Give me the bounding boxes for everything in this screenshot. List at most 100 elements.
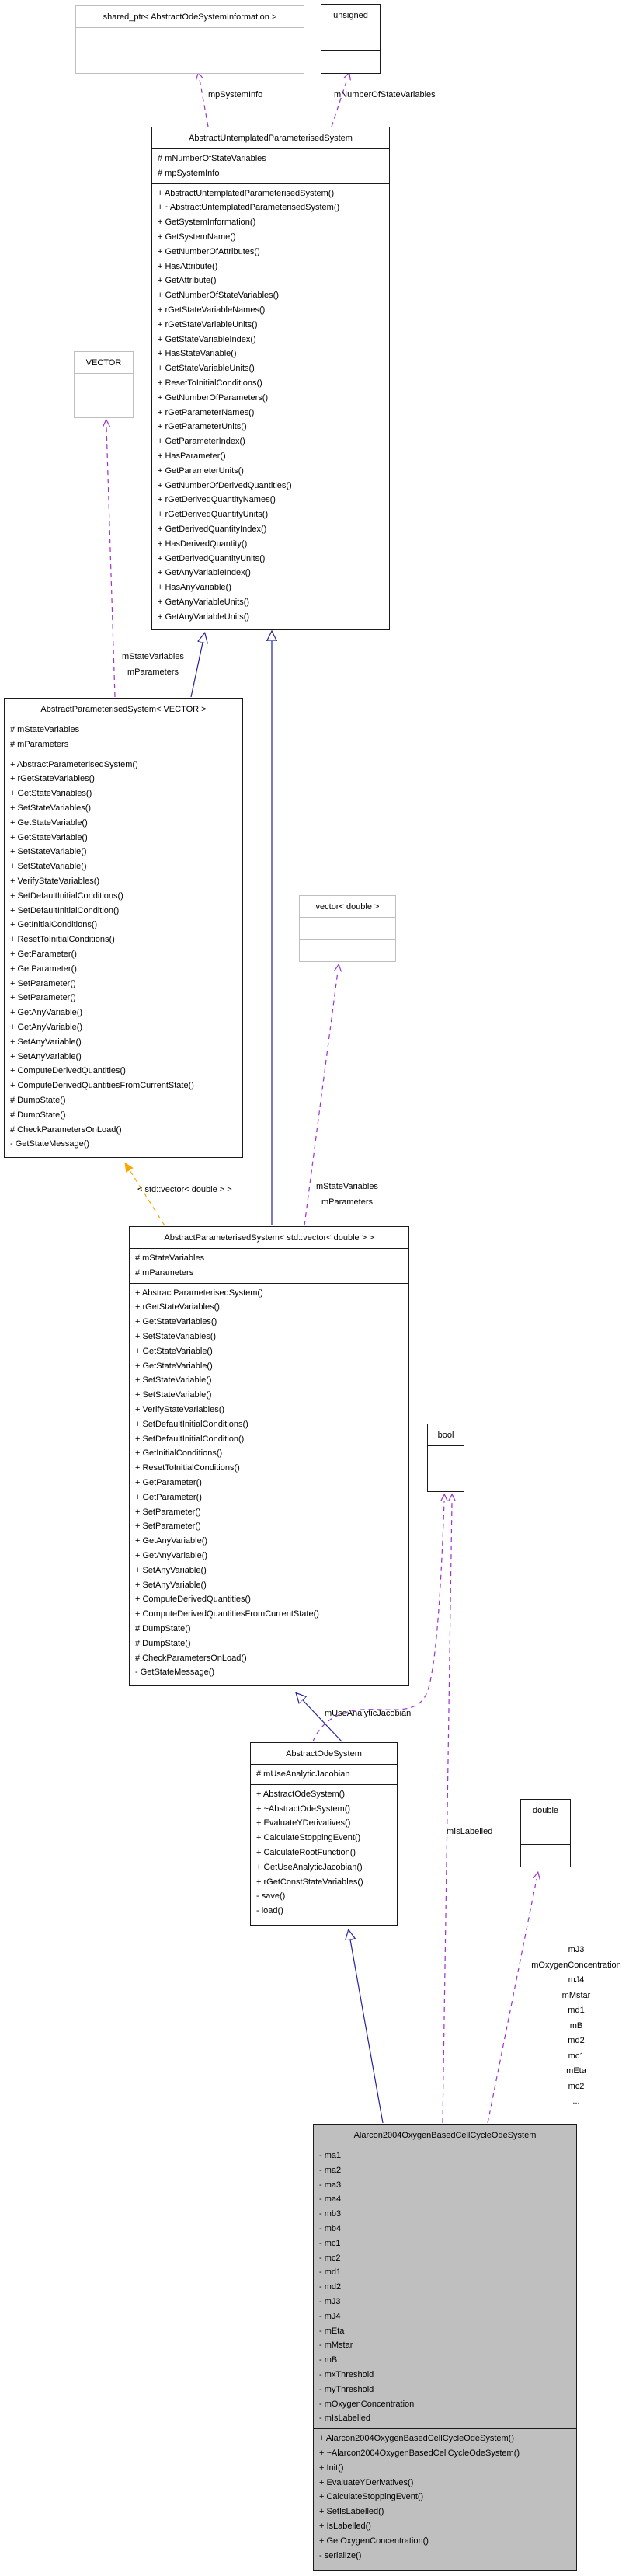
method-row: + GetAttribute() xyxy=(158,276,217,286)
method-row: + GetNumberOfParameters() xyxy=(158,392,269,403)
class-title: unsigned xyxy=(333,11,368,20)
method-row: + GetAnyVariableUnits() xyxy=(158,612,250,622)
field-row: # mParameters xyxy=(10,739,69,749)
method-row: + Alarcon2004OxygenBasedCellCycleOdeSyst… xyxy=(319,2434,514,2444)
methods-compartment: + Alarcon2004OxygenBasedCellCycleOdeSyst… xyxy=(314,2428,576,2565)
method-row: + CalculateRootFunction() xyxy=(256,1847,356,1857)
methods-compartment xyxy=(321,49,380,74)
method-row: + rGetStateVariableUnits() xyxy=(158,319,258,329)
field-row: - ma4 xyxy=(319,2194,342,2205)
method-row: + EvaluateYDerivatives() xyxy=(256,1818,351,1828)
field-row: - mb3 xyxy=(319,2209,342,2219)
fields-compartment xyxy=(321,26,380,50)
class-box-alarcon2004-oxygen-based-cell-cycle-ode-system[interactable]: Alarcon2004OxygenBasedCellCycleOdeSystem… xyxy=(313,2124,577,2571)
method-row: + HasAnyVariable() xyxy=(158,583,231,593)
edge-label-line: mEta xyxy=(566,2066,586,2076)
method-row: + GetStateVariable() xyxy=(10,817,88,828)
methods-compartment xyxy=(521,1843,570,1867)
method-row: + GetSystemName() xyxy=(158,232,236,242)
edge-usage-state-vars-vector xyxy=(106,427,116,698)
class-box-shared-ptr-abstract-ode-system-information[interactable]: shared_ptr< AbstractOdeSystemInformation… xyxy=(75,5,304,74)
class-box-unsigned[interactable]: unsigned xyxy=(321,4,381,74)
class-box-abstract-ode-system[interactable]: AbstractOdeSystem # mUseAnalyticJacobian… xyxy=(250,1742,398,1926)
field-row: - mb4 xyxy=(319,2223,342,2233)
edge-usage-m-is-labelled xyxy=(442,1501,452,2124)
method-row: + ComputeDerivedQuantitiesFromCurrentSta… xyxy=(135,1609,319,1619)
fields-compartment: - ma1- ma2- ma3- ma4- mb3- mb4- mc1- mc2… xyxy=(314,2146,576,2428)
method-row: + HasAttribute() xyxy=(158,261,218,271)
method-row: + ResetToInitialConditions() xyxy=(158,378,262,388)
method-row: + ComputeDerivedQuantitiesFromCurrentSta… xyxy=(10,1081,194,1091)
class-title: AbstractParameterisedSystem< std::vector… xyxy=(164,1233,374,1243)
methods-compartment xyxy=(75,395,133,418)
method-row: + ComputeDerivedQuantities() xyxy=(135,1595,251,1605)
method-row: + GetAnyVariable() xyxy=(10,1022,83,1032)
edge-label-line: md2 xyxy=(568,2036,585,2045)
method-row: + SetParameter() xyxy=(10,978,76,988)
class-box-vector-double[interactable]: vector< double > xyxy=(299,895,396,962)
class-title: AbstractUntemplatedParameterisedSystem xyxy=(189,134,353,143)
edge-label-m-is-labelled: mIsLabelled xyxy=(447,1827,493,1836)
method-row: + ~AbstractOdeSystem() xyxy=(256,1804,351,1814)
edge-label-line: md1 xyxy=(568,2006,585,2015)
class-title: vector< double > xyxy=(315,902,380,912)
edge-label-line: mStateVariables xyxy=(316,1182,378,1191)
method-row: + GetStateVariable() xyxy=(135,1361,213,1371)
field-row: - mxThreshold xyxy=(319,2369,374,2379)
edge-label-line: mStateVariables xyxy=(122,652,184,661)
method-row: + GetDerivedQuantityUnits() xyxy=(158,553,266,563)
method-row: + SetAnyVariable() xyxy=(10,1037,82,1047)
methods-compartment xyxy=(76,50,304,74)
method-row: + GetStateVariable() xyxy=(135,1346,213,1356)
class-box-abstract-parameterised-system-vector[interactable]: AbstractParameterisedSystem< VECTOR > # … xyxy=(4,698,243,1158)
class-box-abstract-parameterised-system-std-vector-double[interactable]: AbstractParameterisedSystem< std::vector… xyxy=(129,1226,409,1686)
method-row: + GetAnyVariableUnits() xyxy=(158,597,250,607)
field-row: - ma2 xyxy=(319,2165,342,2175)
field-row: - mc2 xyxy=(319,2253,341,2263)
edge-usage-double-members xyxy=(487,1879,537,2124)
method-row: - save() xyxy=(256,1891,286,1901)
fields-compartment xyxy=(76,27,304,51)
method-row: + ResetToInitialConditions() xyxy=(10,935,115,945)
method-row: # CheckParametersOnLoad() xyxy=(10,1124,122,1135)
edge-usage-m-number-of-state-variables xyxy=(331,79,347,127)
method-row: + VerifyStateVariables() xyxy=(10,876,100,886)
method-row: + GetSystemInformation() xyxy=(158,218,256,228)
method-row: # DumpState() xyxy=(10,1110,66,1120)
method-row: + IsLabelled() xyxy=(319,2521,371,2531)
class-title: Alarcon2004OxygenBasedCellCycleOdeSystem xyxy=(353,2131,537,2140)
method-row: + SetStateVariable() xyxy=(135,1390,212,1400)
method-row: + rGetStateVariables() xyxy=(10,774,95,784)
class-box-double[interactable]: double xyxy=(520,1799,571,1867)
fields-compartment xyxy=(300,917,395,939)
class-box-bool[interactable]: bool xyxy=(427,1424,464,1492)
field-row: # mNumberOfStateVariables xyxy=(158,154,266,163)
method-row: + Init() xyxy=(319,2463,344,2473)
class-title: shared_ptr< AbstractOdeSystemInformation… xyxy=(103,12,277,22)
method-row: + VerifyStateVariables() xyxy=(135,1404,225,1414)
method-row: + GetAnyVariable() xyxy=(10,1008,83,1018)
methods-compartment: + AbstractParameterisedSystem()+ rGetSta… xyxy=(5,754,242,1155)
method-row: + GetNumberOfAttributes() xyxy=(158,246,260,256)
edge-label-template-instance: < std::vector< double > > xyxy=(137,1185,232,1194)
method-row: + GetParameterUnits() xyxy=(158,465,244,476)
field-row: # mpSystemInfo xyxy=(158,168,220,178)
fields-compartment: # mUseAnalyticJacobian xyxy=(251,1764,397,1784)
method-row: + GetDerivedQuantityIndex() xyxy=(158,524,267,534)
class-box-abstract-untemplated-parameterised-system[interactable]: AbstractUntemplatedParameterisedSystem #… xyxy=(151,127,390,630)
edge-inherit-alarcon-to-ode xyxy=(350,1940,384,2124)
edge-label-line: mMstar xyxy=(561,1990,591,2000)
field-row: - mJ3 xyxy=(319,2296,341,2306)
edge-label-line: mc2 xyxy=(568,2081,585,2091)
method-row: + GetAnyVariable() xyxy=(135,1536,208,1546)
method-row: + GetStateVariable() xyxy=(10,832,88,842)
class-box-vector[interactable]: VECTOR xyxy=(74,351,134,418)
method-row: + rGetDerivedQuantityNames() xyxy=(158,495,276,505)
methods-compartment xyxy=(300,939,395,962)
method-row: # DumpState() xyxy=(135,1638,191,1648)
method-row: + GetInitialConditions() xyxy=(10,920,98,930)
field-row: - md1 xyxy=(319,2268,342,2278)
